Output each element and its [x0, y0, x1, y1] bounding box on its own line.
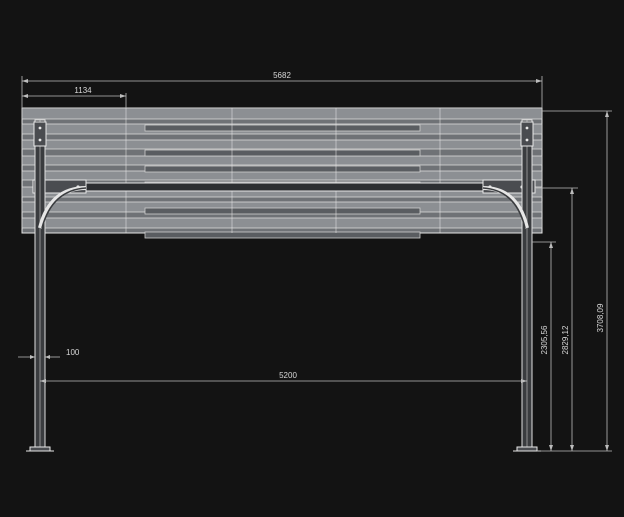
inner-bar-3	[144, 165, 421, 173]
slat-panel	[21, 107, 543, 239]
bolt	[525, 138, 529, 142]
right-base-plate	[516, 446, 538, 452]
left-base-plate	[29, 446, 51, 452]
dim-section-width: 1134	[22, 86, 127, 108]
dim-label-post-spacing: 5200	[279, 371, 297, 380]
inner-bar-6	[144, 231, 421, 239]
left-curved-brace-inner	[41, 187, 87, 229]
left-post	[26, 119, 87, 452]
dim-label-section-width: 1134	[74, 86, 92, 95]
slat-4	[21, 155, 543, 166]
slat-1	[21, 107, 543, 120]
slat-3	[21, 139, 543, 150]
dim-post-width: 100	[18, 348, 80, 359]
bolt	[38, 138, 42, 142]
beam-body	[35, 182, 533, 192]
right-post-cap	[520, 121, 534, 147]
dim-label-height-2: 2829,12	[561, 325, 570, 354]
dim-height-1: 2305,56	[532, 241, 556, 452]
slat-8	[21, 217, 543, 229]
bolt	[525, 126, 529, 130]
dim-label-post-width: 100	[66, 348, 80, 357]
bolt	[38, 126, 42, 130]
dim-height-3: 3708,09	[542, 110, 612, 452]
right-curved-brace-inner	[482, 187, 526, 229]
inner-bar-1	[144, 124, 421, 132]
left-post-cap	[33, 121, 47, 147]
right-post	[482, 119, 541, 452]
inner-bar-2	[144, 149, 421, 157]
dim-label-height-1: 2305,56	[540, 325, 549, 354]
inner-bar-5	[144, 207, 421, 215]
dim-overall-width: 5682	[21, 71, 543, 108]
dim-post-spacing: 5200	[40, 371, 527, 383]
dim-label-height-3: 3708,09	[596, 303, 605, 332]
dim-height-2: 2829,12	[535, 187, 578, 452]
dim-label-overall-width: 5682	[273, 71, 291, 80]
